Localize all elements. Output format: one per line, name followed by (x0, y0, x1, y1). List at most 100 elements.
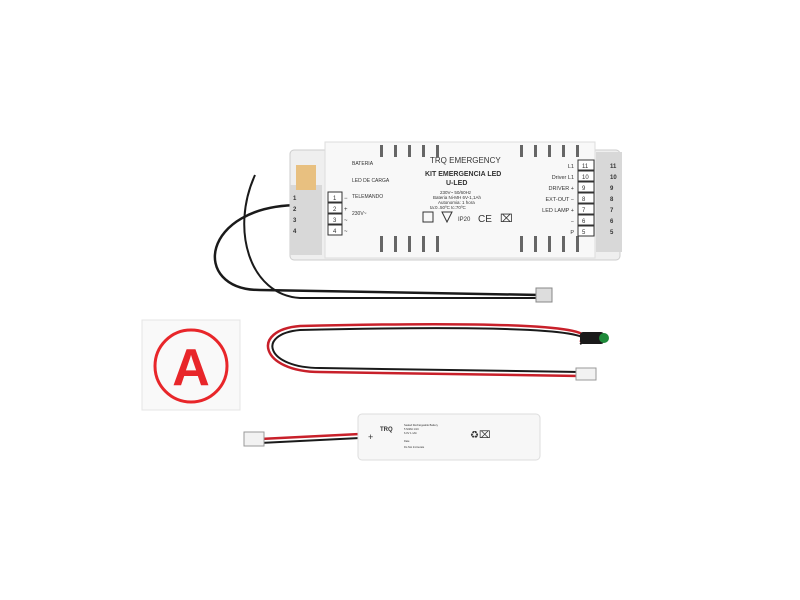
vent-slot (576, 145, 579, 157)
svg-text:6.0V 1.1Ah: 6.0V 1.1Ah (404, 431, 417, 435)
terminal-sign: ~ (344, 218, 348, 224)
vent-slot (534, 236, 537, 252)
terminal-number: 6 (582, 219, 586, 225)
led-indicator (580, 332, 604, 344)
vent-slot (394, 236, 397, 252)
terminal-number: 10 (582, 175, 589, 181)
battery-brand: TRQ (380, 427, 393, 433)
terminal (577, 203, 595, 215)
svg-text:230V~ 50/60Hz: 230V~ 50/60Hz (440, 190, 472, 195)
svg-text:Bateria Ni-MH 6V-1,1Ah: Bateria Ni-MH 6V-1,1Ah (433, 195, 482, 200)
terminal-label: EXT-OUT − (546, 197, 574, 203)
svg-text:230V~: 230V~ (352, 211, 367, 217)
terminal (577, 192, 595, 204)
terminal-sign: − (344, 196, 348, 202)
terminal-number: 4 (333, 229, 337, 235)
brand: TRQ EMERGENCY (430, 156, 501, 165)
terminal (327, 202, 343, 214)
outer-terminal-number: 7 (610, 208, 614, 214)
vent-slot (436, 145, 439, 157)
vent-slot (562, 145, 565, 157)
svg-text:Do Not Incinerate: Do Not Incinerate (404, 445, 425, 449)
driver-case (289, 141, 622, 261)
vent-slots (380, 145, 579, 252)
recycle-icon: ♻⌧ (470, 430, 491, 441)
outer-terminal-number: 8 (610, 197, 614, 203)
left-terminal-block: 1−12+23~34~4 (293, 191, 348, 236)
terminal-label: P (570, 230, 574, 236)
ce-mark: CE (478, 214, 492, 225)
terminal-number: 5 (582, 230, 586, 236)
terminal-number: 2 (333, 207, 337, 213)
svg-text:BATERIA: BATERIA (352, 161, 374, 167)
terminal (577, 159, 595, 171)
black-wire (213, 203, 541, 297)
vent-slot (408, 145, 411, 157)
outer-terminal-number: 6 (610, 219, 614, 225)
outer-terminal-number: 11 (610, 164, 617, 170)
terminal-label: − (571, 219, 574, 225)
terminal-label: Driver L1 (552, 175, 574, 181)
terminal-number: 7 (582, 208, 586, 214)
black-wire-2 (243, 174, 540, 299)
vent-slot (534, 145, 537, 157)
battery-wire (259, 432, 361, 441)
battery-label: Sealed Rechargeable Battery 5 NIMH 1/1C … (404, 423, 439, 449)
terminal (327, 213, 343, 225)
outer-terminal-number: 10 (610, 175, 617, 181)
outer-terminal-number: 1 (293, 196, 297, 202)
terminal-number: 11 (582, 164, 589, 170)
vent-slot (408, 236, 411, 252)
terminal (577, 214, 595, 226)
outer-terminal-number: 5 (610, 230, 614, 236)
outer-terminal-number: 2 (293, 207, 297, 213)
weee-bin-icon: ⌧ (500, 213, 513, 225)
vent-slot (422, 145, 425, 157)
vent-slot (436, 236, 439, 252)
vent-slot (548, 236, 551, 252)
terminal-number: 8 (582, 197, 586, 203)
terminal-number: 9 (582, 186, 586, 192)
sticker-a: A (141, 319, 241, 411)
svg-text:LED DE CARGA: LED DE CARGA (352, 178, 390, 184)
red-black-cable (266, 322, 586, 378)
terminal (327, 224, 343, 236)
outer-terminal-number: 4 (293, 229, 297, 235)
terminal-label: L1 (568, 164, 574, 170)
outer-terminal-number: 3 (293, 218, 297, 224)
terminal-label: LED LAMP + (542, 208, 574, 214)
svg-text:TELEMANDO: TELEMANDO (352, 194, 383, 200)
vent-slot (380, 236, 383, 252)
terminal-sign: + (344, 207, 348, 213)
vent-slot (576, 236, 579, 252)
terminal (327, 191, 343, 203)
svg-text:5 NIMH 1/1C: 5 NIMH 1/1C (404, 427, 419, 431)
vent-slot (520, 145, 523, 157)
left-labels: BATERIA LED DE CARGA TELEMANDO 230V~ (352, 161, 390, 217)
svg-text:Autonomia: 1 hora: Autonomia: 1 hora (438, 200, 475, 205)
ip-rating: IP20 (458, 217, 471, 223)
vent-slot (394, 145, 397, 157)
vent-slot (422, 236, 425, 252)
battery-plus: + (368, 432, 373, 442)
svg-text:A: A (172, 339, 210, 397)
class-ii-icon (422, 211, 434, 223)
terminal (577, 170, 595, 182)
kit-title: KIT EMERGENCIA LED (425, 171, 501, 178)
vent-slot (520, 236, 523, 252)
specs: 230V~ 50/60Hz Bateria Ni-MH 6V-1,1Ah Aut… (430, 190, 482, 210)
f-mark-icon (441, 211, 453, 224)
vent-slot (562, 236, 565, 252)
terminal (577, 181, 595, 193)
battery-pack (357, 413, 541, 461)
svg-text:ta:0..50ºC tc:70ºC: ta:0..50ºC tc:70ºC (430, 205, 467, 210)
svg-text:Date: Date (404, 439, 410, 443)
connector-plug (535, 287, 553, 303)
model: U-LED (446, 180, 467, 187)
terminal-sign: ~ (344, 229, 348, 235)
terminal-number: 1 (333, 196, 337, 202)
battery-connector (243, 431, 265, 447)
vent-slot (380, 145, 383, 157)
